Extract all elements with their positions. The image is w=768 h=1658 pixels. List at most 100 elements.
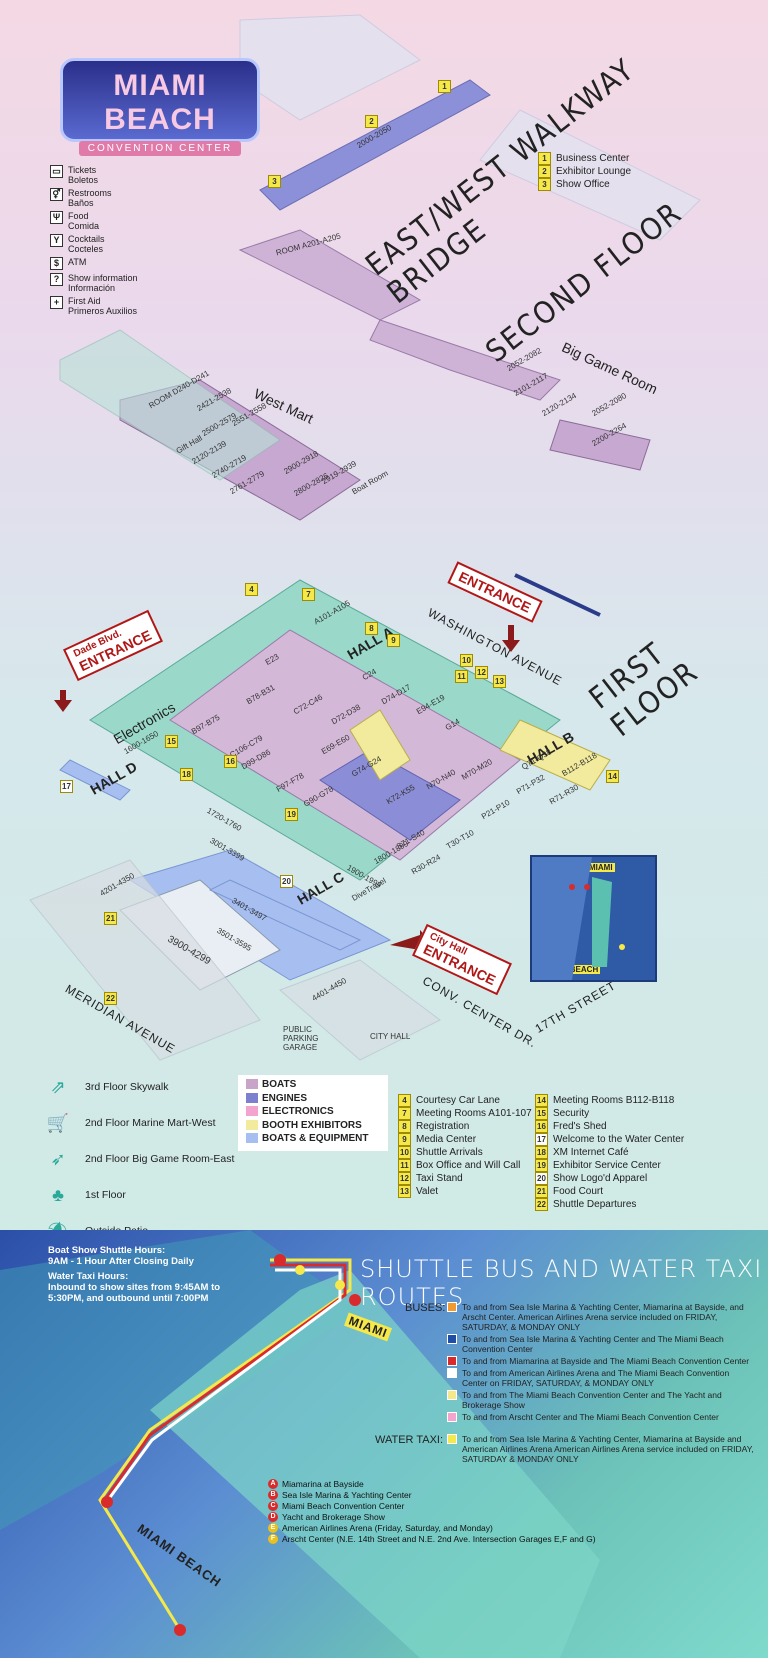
route-swatch [447,1390,457,1400]
point-label: Sea Isle Marina & Yachting Center [282,1489,412,1500]
route-text: To and from Sea Isle Marina & Yachting C… [462,1334,724,1354]
marker-10: 10 [460,654,473,667]
location-dot [619,944,625,950]
restroom-icon: ⚥ [50,188,63,201]
logo: MIAMI BEACH CONVENTION CENTER [60,58,260,156]
key-number: 15 [535,1107,548,1120]
key-number: 4 [398,1094,411,1107]
route-text: To and from Arscht Center and The Miami … [462,1412,719,1422]
marker-3: 3 [268,175,281,188]
route-line-yellow [98,1258,352,1631]
cart-icon: 🛒 [46,1113,70,1133]
cocktail-icon: Y [50,234,63,247]
legend-label: ATM [68,257,87,267]
point-label: Arscht Center (N.E. 14th Street and N.E.… [282,1533,596,1544]
second-floor-corridor [369,319,561,401]
point-label: Miami Beach Convention Center [282,1500,405,1511]
legend-label: First Aid [68,296,101,306]
category-key: BOATS ENGINES ELECTRONICS BOOTH EXHIBITO… [238,1075,388,1151]
point-marker: C [268,1500,278,1511]
stop-c-marker [101,1496,113,1508]
street-label: CITY HALL [370,1032,411,1041]
key-number: 18 [535,1146,548,1159]
key-label: Media Center [416,1134,477,1145]
shuttle-hours-text: 9AM - 1 Hour After Closing Daily [48,1256,194,1267]
legend-label-es: Primeros Auxilios [68,306,138,316]
walkway-bridge [259,79,491,211]
category-item: BOOTH EXHIBITORS [246,1120,380,1134]
route-item: To and from Arscht Center and The Miami … [447,1412,755,1422]
legend-label: Exhibitor Lounge [556,166,632,177]
key-number: 13 [398,1185,411,1198]
key-label: Taxi Stand [416,1173,463,1184]
key-number: 9 [398,1133,411,1146]
street-label: PUBLIC PARKING GARAGE [283,1025,319,1052]
shuttle-hours: Boat Show Shuttle Hours: 9AM - 1 Hour Af… [48,1245,248,1304]
entrance-arrow [54,690,72,712]
category-item: ELECTRONICS [246,1106,380,1120]
marker-21: 21 [104,912,117,925]
route-item: To and from The Miami Beach Convention C… [447,1390,755,1410]
big-game-room [549,419,651,471]
stop-f-marker [335,1280,345,1290]
marlin-icon: ➶ [50,1149,66,1169]
key-number: 14 [535,1094,548,1107]
stop-d-marker [174,1624,186,1636]
route-map-graphic [0,1230,600,1658]
marker-15: 15 [165,735,178,748]
inset-label-miami: MIAMI [587,863,615,872]
key-label: Registration [416,1121,470,1132]
point-label: Miamarina at Bayside [282,1478,364,1489]
key-label: 3rd Floor Skywalk [85,1081,169,1093]
building-outline [239,14,421,121]
marker-17: 17 [60,780,73,793]
category-item: BOATS [246,1079,380,1093]
legend-label: Show information [68,273,138,283]
route-text: To and from Sea Isle Marina & Yachting C… [462,1434,754,1464]
floor-plan-graphic [29,14,701,1061]
routes-title: SHUTTLE BUS AND WATER TAXI ROUTES [360,1255,763,1311]
legend-label-es: Información [68,283,116,293]
key-item: ♣1st Floor [45,1183,275,1207]
route-list: BUSES: To and from Sea Isle Marina & Yac… [375,1302,755,1466]
route-swatch [447,1412,457,1422]
point-marker: B [268,1489,278,1500]
marker-18: 18 [180,768,193,781]
category-swatch [246,1092,258,1103]
stop-b-marker [349,1294,361,1306]
marker-14: 14 [606,770,619,783]
skywalk-icon: ⇗ [50,1077,66,1097]
marker-16: 16 [224,755,237,768]
key-number: 20 [535,1172,548,1185]
point-marker: E [268,1522,278,1533]
boats-equipment-area [208,879,362,951]
marker-4: 4 [245,583,258,596]
first-aid-icon: + [50,296,63,309]
route-swatch [447,1302,457,1312]
route-text: To and from Sea Isle Marina & Yachting C… [462,1302,744,1332]
marker-9: 9 [387,634,400,647]
location-dot [584,884,590,890]
point-marker: D [268,1511,278,1522]
key-number: 21 [535,1185,548,1198]
parking-garage [279,959,441,1061]
water-hours-head: Water Taxi Hours: [48,1271,129,1282]
logo-title: MIAMI BEACH [104,69,216,136]
legend-number: 3 [538,178,551,191]
key-label: Show Logo'd Apparel [553,1173,648,1184]
legend-label: Cocktails [68,234,105,244]
water-hours-text: Inbound to show sites from 9:45AM to 5:3… [48,1282,221,1304]
route-point: B Sea Isle Marina & Yachting Center [268,1489,728,1500]
